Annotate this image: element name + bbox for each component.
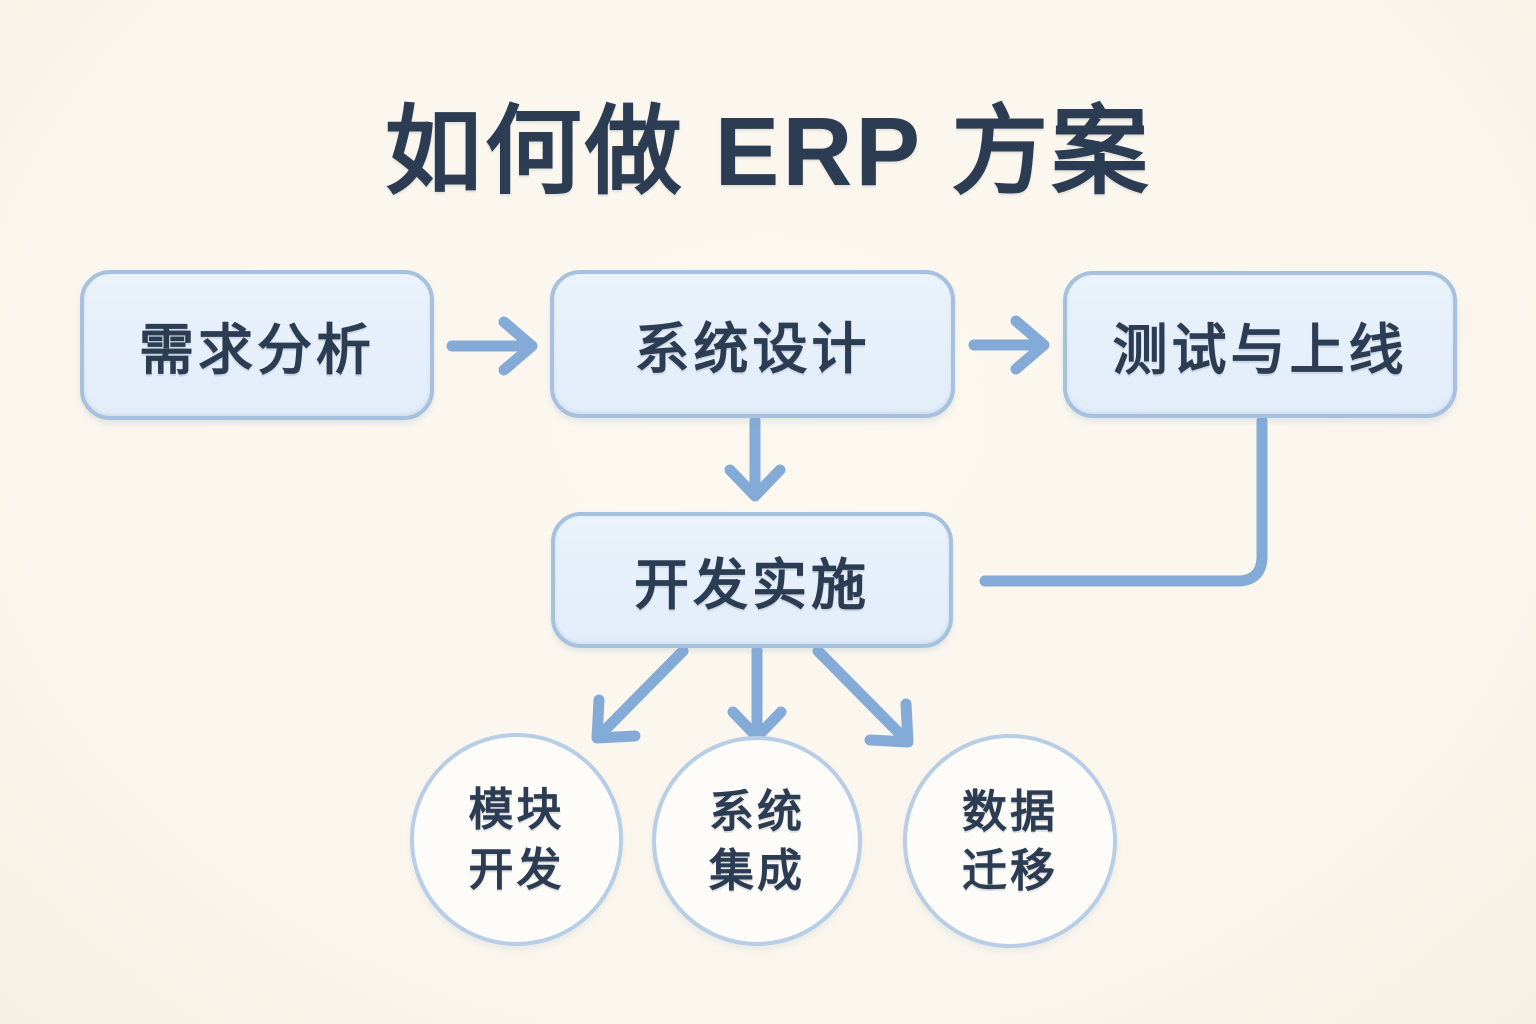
node-development-implementation: 开发实施	[551, 512, 953, 648]
edge-implementation-to-testing-line	[979, 415, 1268, 587]
node-label-line: 系统	[708, 785, 805, 837]
node-label-line: 数据	[961, 785, 1058, 837]
node-label-line: 开发	[468, 843, 565, 895]
node-system-design: 系统设计	[550, 270, 955, 418]
node-label: 开发实施	[633, 554, 870, 616]
edge-implementation-to-module-development-arrow	[591, 645, 689, 744]
edge-requirements-to-design-arrow	[446, 316, 538, 376]
edge-implementation-to-system-integration-arrow	[727, 645, 787, 743]
node-module-development: 模块 开发	[410, 733, 623, 946]
node-label-line: 模块	[468, 784, 565, 836]
node-label: 系统设计	[634, 318, 871, 380]
node-label-line: 迁移	[961, 845, 1058, 896]
node-data-migration: 数据 迁移	[903, 734, 1117, 948]
node-testing-launch: 测试与上线	[1063, 271, 1457, 418]
edge-design-to-testing-arrow	[968, 315, 1050, 375]
node-label-line: 集成	[708, 845, 805, 896]
node-system-integration: 系统 集成	[652, 736, 862, 946]
edge-design-to-implementation-arrow	[724, 415, 786, 502]
node-requirements-analysis: 需求分析	[80, 270, 434, 420]
node-label: 测试与上线	[1112, 318, 1408, 381]
edge-implementation-to-data-migration-arrow	[812, 645, 914, 748]
node-label: 需求分析	[138, 319, 375, 381]
diagram-title: 如何做 ERP 方案	[384, 97, 1152, 206]
